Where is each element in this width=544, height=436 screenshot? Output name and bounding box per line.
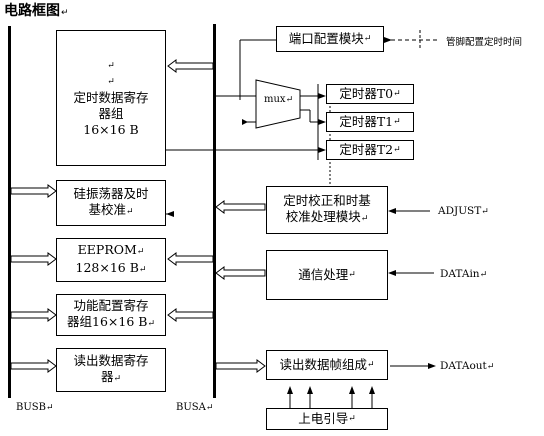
- frame-assembly-block: 读出数据帧组成↵: [266, 350, 388, 380]
- busb-bar: [8, 26, 11, 398]
- busa-label: BUSA↵: [176, 402, 214, 413]
- mux-shape: [255, 79, 301, 129]
- bus-arrows: [10, 59, 266, 373]
- busb-label: BUSB↵: [16, 402, 54, 413]
- calibration-block: 定时校正和时基 校准处理模块↵: [266, 186, 388, 234]
- port-config-block: 端口配置模块↵: [276, 26, 384, 52]
- communication-block: 通信处理↵: [266, 250, 388, 300]
- timer-t2-block: 定时器T2↵: [326, 140, 414, 160]
- power-on-boot-block: 上电引导↵: [266, 408, 388, 430]
- read-data-register-block: 读出数据寄存 器↵: [56, 348, 166, 392]
- adjust-label: ADJUST↵: [438, 205, 489, 217]
- eeprom-block: EEPROM↵ 128×16 B↵: [56, 238, 166, 282]
- timer-t1-block: 定时器T1↵: [326, 112, 414, 132]
- arrowheads: [166, 37, 436, 394]
- pin-config-label: 管脚配置定时时间: [446, 37, 523, 48]
- mux-label: mux↵: [264, 94, 294, 105]
- busa-bar: [213, 24, 216, 398]
- timing-data-register-block: ↵ ↵ 定时数据寄存 器组 16×16 B: [56, 30, 166, 166]
- data-out-label: DATAout↵: [440, 360, 495, 372]
- diagram-title: 电路框图↵: [4, 3, 69, 19]
- timer-t0-block: 定时器T0↵: [326, 84, 414, 104]
- crystal-oscillator-block: 硅振荡器及时 基校准↵: [56, 180, 166, 226]
- data-in-label: DATAin↵: [440, 268, 488, 280]
- signal-lines: [166, 30, 440, 408]
- function-config-register-block: 功能配置寄存 器组16×16 B↵: [56, 294, 166, 336]
